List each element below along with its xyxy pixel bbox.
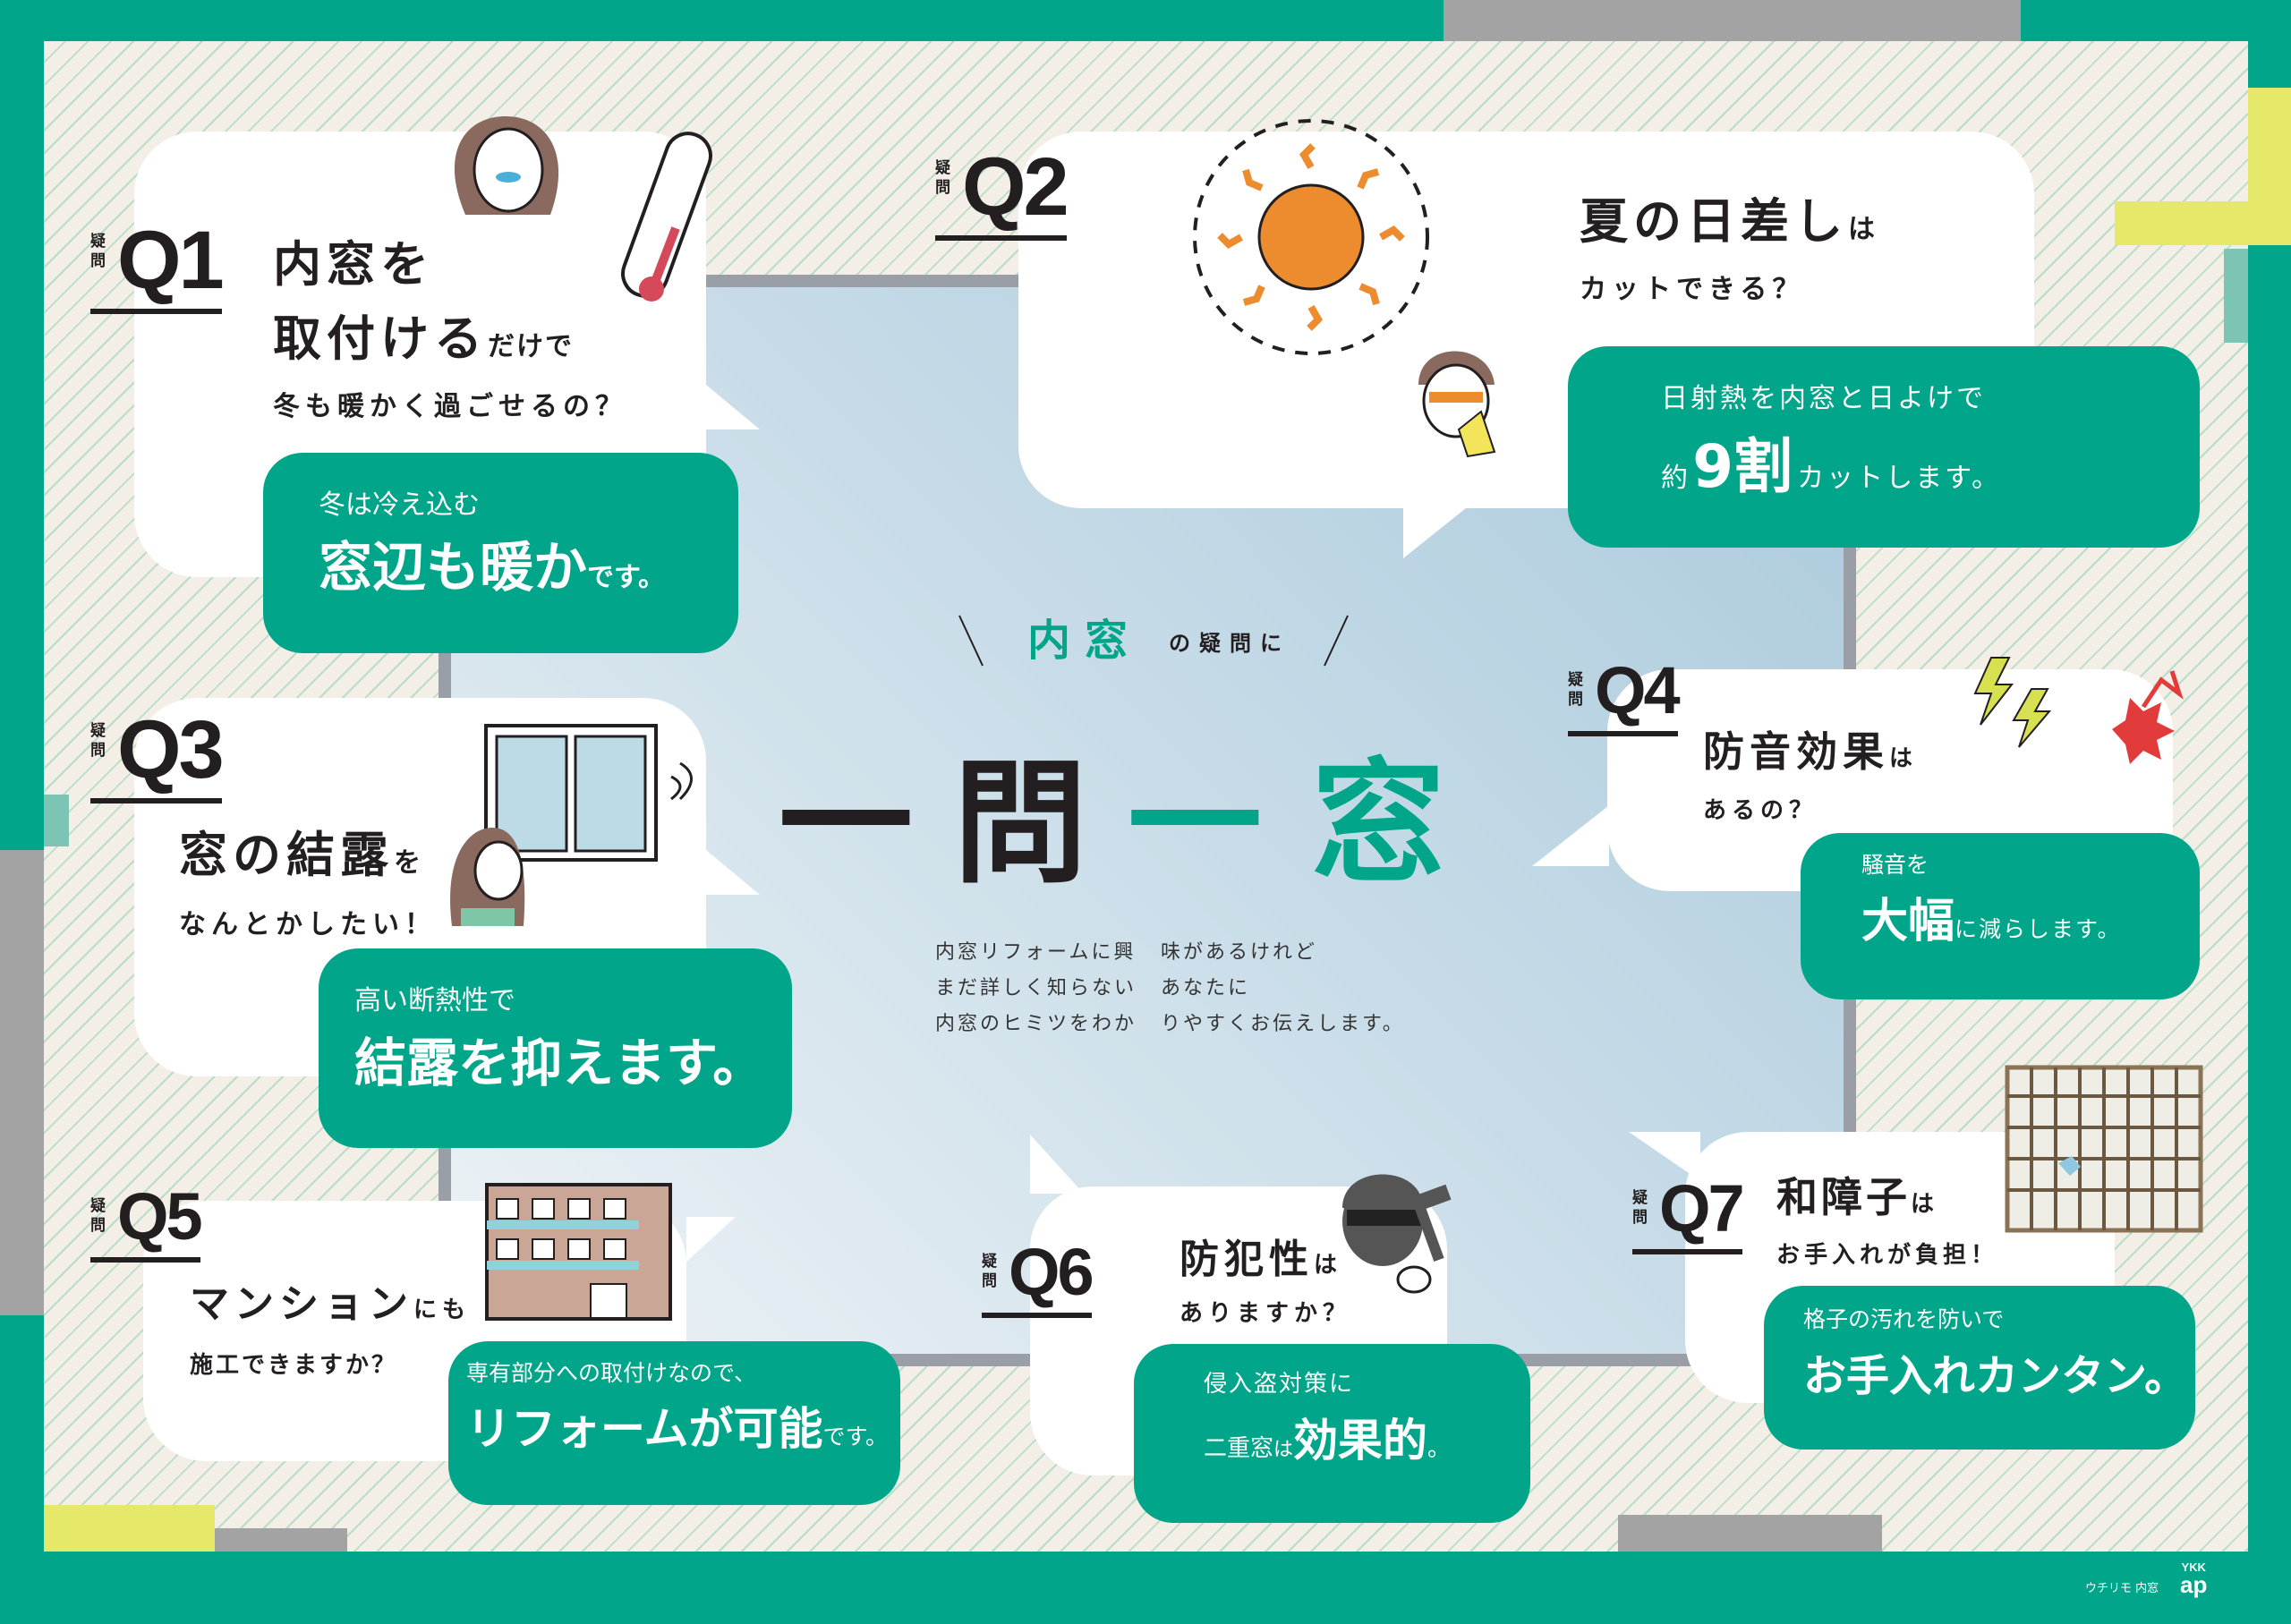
q2-question-line2: カットできる？	[1580, 274, 1805, 305]
q3-answer-bubble: 高い断熱性で 結露を抑えます。	[319, 948, 792, 1148]
q4-question-line1: 防音効果は	[1703, 727, 1919, 776]
burglar-icon	[1342, 1174, 1452, 1294]
q6-answer-bubble: 侵入盗対策に 二重窓は効果的。	[1134, 1344, 1530, 1523]
q6-answer-line2: 二重窓は効果的。	[1204, 1415, 1452, 1467]
q2-bubble-tail	[1403, 508, 1466, 558]
q7-answer-bubble: 格子の汚れを防いで お手入れカンタン。	[1764, 1286, 2195, 1450]
center-description: 内窓リフォームに興味があるけれど まだ詳しく知らないあなたに 内窓のヒミツをわか…	[935, 935, 1405, 1042]
title-char-3: 一	[1128, 744, 1263, 902]
q2-question-line1: 夏の日差しは	[1580, 192, 1880, 250]
q7-question-line1: 和障子は	[1776, 1173, 1940, 1221]
q1-bubble-tail	[706, 385, 760, 429]
q7-answer-line1: 格子の汚れを防いで	[1803, 1306, 2005, 1332]
yellow-accent-right-vertical	[2248, 88, 2291, 245]
title-char-1: 一	[779, 744, 914, 902]
q1-question-line3: 冬も暖かく過ごせるの？	[273, 391, 627, 422]
window-icon	[484, 724, 693, 862]
q2-person-icon	[1418, 351, 1496, 458]
q2-answer-line2: 約 9割 カットします。	[1661, 432, 2002, 501]
q5-bubble-tail	[686, 1217, 736, 1262]
q2-answer-line1: 日射熱を内窓と日よけで	[1661, 383, 1986, 414]
q5-answer-bubble: 専有部分への取付けなので、 リフォームが可能です。	[448, 1341, 900, 1505]
product-name: ウチリモ 内窓	[2085, 1582, 2159, 1595]
gray-accent-left	[0, 850, 44, 1315]
noise-icon	[1973, 657, 2184, 764]
q7-question-line2: お手入れが負担！	[1776, 1242, 1999, 1269]
title-char-2: 問	[953, 744, 1088, 902]
q3-answer-line1: 高い断熱性で	[354, 985, 515, 1016]
q6-answer-line1: 侵入盗対策に	[1204, 1371, 1355, 1398]
q3-question-line1: 窓の結露を	[179, 826, 426, 883]
q5-question-line1: マンションにも	[190, 1281, 472, 1327]
q1-answer-line1: 冬は冷え込む	[319, 489, 480, 521]
q7-answer-line2: お手入れカンタン。	[1803, 1351, 2188, 1401]
q6-question-line1: 防犯性は	[1180, 1237, 1343, 1282]
q6-question-line2: ありますか？	[1180, 1300, 1352, 1327]
title-char-4: 窓	[1311, 746, 1446, 902]
sun-icon	[1193, 119, 1429, 355]
ykk-ap-logo: YKK ap	[2180, 1560, 2208, 1598]
teal-accent-right	[2224, 249, 2248, 343]
q4-answer-line1: 騒音を	[1861, 852, 1929, 878]
lead-rest: の疑問に	[1169, 630, 1290, 656]
q1-person-icon	[454, 116, 559, 215]
q4-answer-bubble: 騒音を 大幅に減らします。	[1801, 833, 2200, 999]
q6-bubble-tail	[1030, 1135, 1084, 1194]
gray-accent-bottom-right	[1618, 1515, 1882, 1552]
lead-accent: 内窓	[1027, 616, 1143, 666]
q3-answer-line2: 結露を抑えます。	[354, 1033, 765, 1093]
q4-bubble-tail	[1532, 805, 1609, 866]
gray-accent-bottom-left	[215, 1528, 347, 1552]
gray-accent-top	[1444, 0, 2021, 41]
q1-question-line2: 取付けるだけで	[273, 310, 574, 367]
apartment-icon	[485, 1183, 672, 1321]
q3-bubble-tail	[706, 850, 760, 895]
shoji-icon	[2005, 1065, 2203, 1233]
desc-line: まだ詳しく知らないあなたに	[935, 977, 1251, 999]
q1-question-line1: 内窓を	[273, 235, 434, 293]
yellow-accent-bottom	[44, 1505, 215, 1552]
thermometer-icon	[621, 132, 712, 302]
center-lead: 内窓 の疑問に	[958, 614, 1351, 667]
q1-answer-bubble: 冬は冷え込む 窓辺も暖かです。	[263, 453, 738, 653]
q7-bubble-tail	[1629, 1132, 1700, 1181]
q2-answer-bubble: 日射熱を内窓と日よけで 約 9割 カットします。	[1568, 346, 2200, 548]
q4-answer-line2: 大幅に減らします。	[1861, 895, 2122, 948]
q1-answer-line2: 窓辺も暖かです。	[319, 537, 665, 599]
q5-answer-line1: 専有部分への取付けなので、	[466, 1360, 757, 1386]
desc-line: 内窓のヒミツをわかりやすくお伝えします。	[935, 1013, 1405, 1035]
q3-person-icon	[450, 828, 525, 926]
desc-line: 内窓リフォームに興味があるけれど	[935, 941, 1318, 964]
q5-question-line2: 施工できますか？	[190, 1352, 398, 1379]
q5-answer-line2: リフォームが可能です。	[466, 1403, 889, 1455]
slash-left-icon	[958, 615, 984, 667]
q3-question-line2: なんとかしたい！	[179, 909, 437, 940]
teal-accent-left	[44, 795, 69, 846]
q4-question-line2: あるの？	[1703, 797, 1818, 824]
center-title: 一問一窓	[779, 743, 1445, 905]
slash-right-icon	[1324, 615, 1349, 667]
